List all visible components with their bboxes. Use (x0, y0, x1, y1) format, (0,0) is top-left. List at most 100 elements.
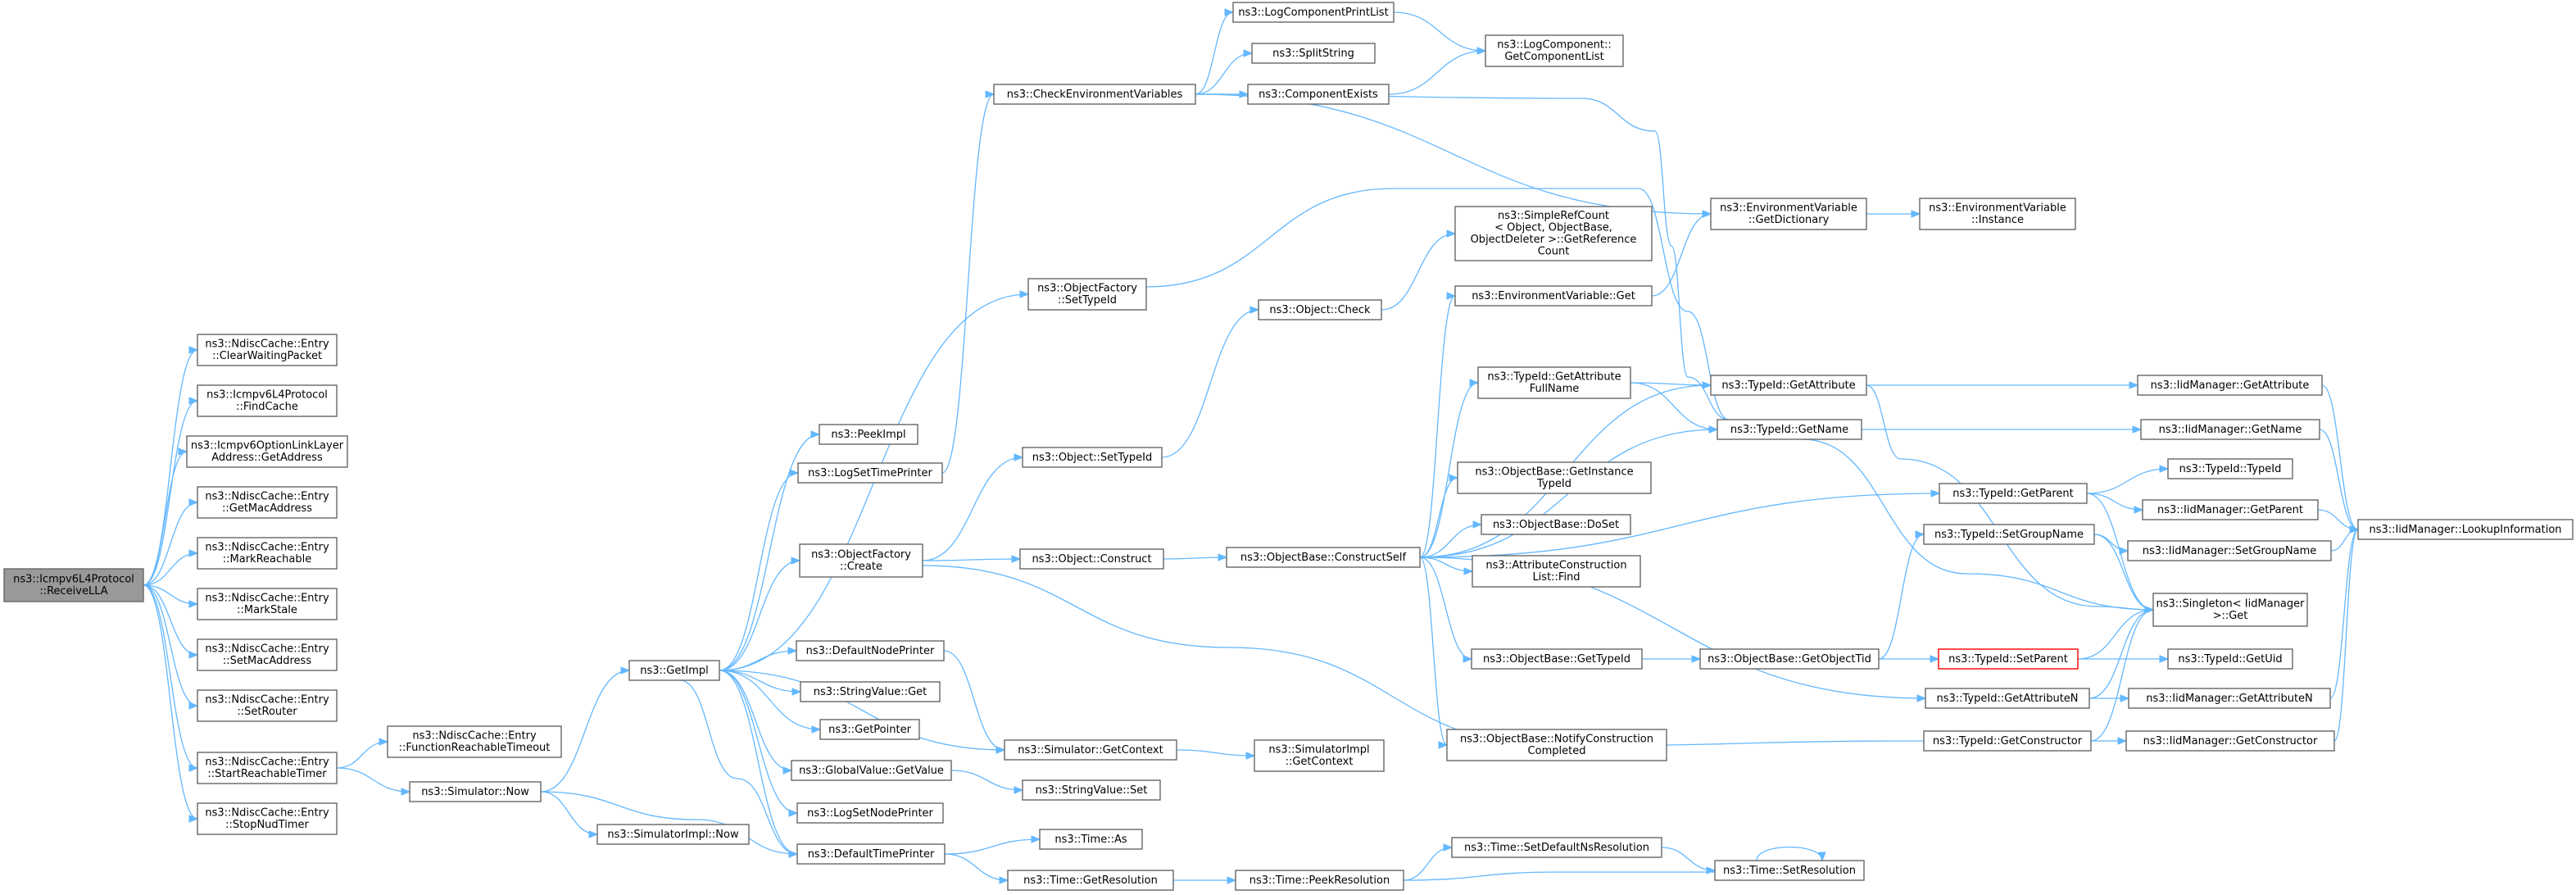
edge-arrowhead (1245, 752, 1256, 760)
edge-line (1802, 438, 2154, 611)
node-iid-getname[interactable]: ns3::IidManager::GetName (2140, 419, 2320, 440)
node-tid-getparent[interactable]: ns3::TypeId::GetParent (1939, 483, 2088, 504)
node-tid-typeid[interactable]: ns3::TypeId::TypeId (2167, 458, 2293, 479)
node-tid-getattrn[interactable]: ns3::TypeId::GetAttributeN (1925, 688, 2090, 709)
node-ndc-markreach[interactable]: ns3::NdiscCache::Entry::MarkReachable (197, 537, 338, 570)
node-label: ns3::CheckEnvironmentVariables (1007, 89, 1183, 101)
node-box (1004, 739, 1177, 761)
node-label: ns3::Simulator::Now (421, 786, 529, 798)
node-deftimeprinter[interactable]: ns3::DefaultTimePrinter (796, 843, 946, 865)
node-time-getres[interactable]: ns3::Time::GetResolution (1007, 870, 1174, 891)
node-time-setres[interactable]: ns3::Time::SetResolution (1714, 860, 1865, 881)
node-simimpl-getctx[interactable]: ns3::SimulatorImpl::GetContext (1254, 739, 1385, 772)
edge-line (944, 838, 1041, 855)
edge-checkenv-to-logcompprint (1195, 8, 1235, 95)
node-icmp-findcache[interactable]: ns3::Icmpv6L4Protocol::FindCache (197, 384, 338, 417)
node-strval-get[interactable]: ns3::StringValue::Get (800, 681, 941, 702)
node-label: ::Instance (1971, 214, 2024, 226)
node-iid-getattr[interactable]: ns3::IidManager::GetAttribute (2137, 375, 2323, 396)
node-box (1007, 870, 1174, 891)
node-objbase-notify[interactable]: ns3::ObjectBase::NotifyConstructionCompl… (1446, 729, 1667, 761)
node-checkenv[interactable]: ns3::CheckEnvironmentVariables (993, 84, 1196, 105)
node-objbase-doset[interactable]: ns3::ObjectBase::DoSet (1481, 514, 1631, 535)
node-ndc-setrouter[interactable]: ns3::NdiscCache::Entry::SetRouter (197, 689, 338, 722)
node-envvar-instance[interactable]: ns3::EnvironmentVariable::Instance (1919, 198, 2076, 230)
node-tid-getattr[interactable]: ns3::TypeId::GetAttribute (1710, 375, 1867, 396)
edge-line (1419, 557, 1448, 746)
node-envvar-get[interactable]: ns3::EnvironmentVariable::Get (1454, 285, 1653, 307)
node-iid-getparent[interactable]: ns3::IidManager::GetParent (2142, 499, 2319, 520)
node-time-setdefns[interactable]: ns3::Time::SetDefaultNsResolution (1451, 837, 1662, 858)
edge-line (1176, 749, 1255, 756)
node-tid-getuid[interactable]: ns3::TypeId::GetUid (2167, 648, 2293, 670)
node-label: ns3::ObjectBase::ConstructSelf (1240, 552, 1407, 564)
node-simplerefcount[interactable]: ns3::SimpleRefCount< Object, ObjectBase,… (1454, 206, 1653, 261)
node-objbase-gettid[interactable]: ns3::ObjectBase::GetTypeId (1471, 648, 1643, 670)
node-label: ns3::IidManager::GetName (2159, 424, 2302, 436)
node-box (1022, 447, 1163, 468)
node-getpointer[interactable]: ns3::GetPointer (819, 719, 920, 740)
node-ndc-setmac[interactable]: ns3::NdiscCache::Entry::SetMacAddress (197, 638, 338, 671)
node-iid-setgroup[interactable]: ns3::IidManager::SetGroupName (2127, 540, 2332, 561)
node-iid-lookup[interactable]: ns3::IidManager::LookupInformation (2357, 519, 2574, 540)
edge-line (1756, 846, 1823, 861)
node-compexists[interactable]: ns3::ComponentExists (1247, 84, 1390, 105)
node-time-as[interactable]: ns3::Time::As (1039, 829, 1143, 850)
node-globalval-get[interactable]: ns3::GlobalValue::GetValue (791, 760, 952, 781)
node-iid-getctor[interactable]: ns3::IidManager::GetConstructor (2125, 730, 2335, 752)
node-sim-getctx[interactable]: ns3::Simulator::GetContext (1004, 739, 1177, 761)
edge-line (143, 502, 198, 586)
node-ndc-clearwait[interactable]: ns3::NdiscCache::Entry::ClearWaitingPack… (197, 334, 338, 366)
node-iid-getattrn[interactable]: ns3::IidManager::GetAttributeN (2128, 688, 2331, 709)
node-label: ::MarkReachable (223, 553, 311, 566)
edge-arrowhead (379, 738, 389, 746)
node-getimpl[interactable]: ns3::GetImpl (628, 660, 720, 681)
node-label: ns3::TypeId::GetParent (1952, 488, 2074, 500)
node-ndc-getmac[interactable]: ns3::NdiscCache::Entry::GetMacAddress (197, 486, 338, 519)
node-splitstring[interactable]: ns3::SplitString (1251, 43, 1376, 64)
node-strval-set[interactable]: ns3::StringValue::Set (1022, 779, 1161, 801)
node-tid-getctor[interactable]: ns3::TypeId::GetConstructor (1923, 730, 2092, 752)
node-objbase-construct[interactable]: ns3::ObjectBase::ConstructSelf (1226, 547, 1421, 568)
node-tid-setparent[interactable]: ns3::TypeId::SetParent (1938, 648, 2079, 670)
node-label: ns3::NdiscCache::Entry (205, 338, 329, 351)
node-ndc-stopnud[interactable]: ns3::NdiscCache::Entry::StopNudTimer (197, 802, 338, 835)
node-tid-getname[interactable]: ns3::TypeId::GetName (1717, 419, 1862, 440)
node-box (2137, 375, 2323, 396)
node-label: ::ClearWaitingPacket (212, 350, 322, 362)
node-peekimpl[interactable]: ns3::PeekImpl (819, 424, 918, 445)
node-tid-setgroup[interactable]: ns3::TypeId::SetGroupName (1923, 524, 2095, 545)
node-sim-now[interactable]: ns3::Simulator::Now (409, 781, 542, 802)
node-simimpl-now[interactable]: ns3::SimulatorImpl::Now (596, 824, 750, 845)
edge-globalval_get-to-strval_set (950, 770, 1024, 794)
node-objbase-getobjtid[interactable]: ns3::ObjectBase::GetObjectTid (1699, 648, 1880, 670)
node-label: ObjectDeleter >::GetReference (1471, 234, 1637, 246)
node-box (1923, 524, 2095, 545)
node-obj-settid[interactable]: ns3::Object::SetTypeId (1022, 447, 1163, 468)
node-logsettime[interactable]: ns3::LogSetTimePrinter (797, 462, 943, 484)
node-obj-check[interactable]: ns3::Object::Check (1258, 299, 1382, 320)
edge-tid_getattrfull-to-tid_getattr (1630, 381, 1712, 389)
node-objfac-settid[interactable]: ns3::ObjectFactory::SetTypeId (1027, 278, 1147, 311)
node-logcomp-getlist[interactable]: ns3::LogComponent::GetComponentList (1485, 34, 1624, 67)
node-ndc-funcreach[interactable]: ns3::NdiscCache::Entry::FunctionReachabl… (387, 725, 562, 758)
node-logsetnode[interactable]: ns3::LogSetNodePrinter (796, 802, 944, 824)
edge-line (922, 457, 1023, 561)
node-time-peekres[interactable]: ns3::Time::PeekResolution (1235, 870, 1404, 891)
node-label: ns3::TypeId::SetParent (1948, 653, 2068, 666)
node-objfac-create[interactable]: ns3::ObjectFactory::Create (799, 543, 923, 578)
node-ndc-startreach[interactable]: ns3::NdiscCache::Entry::StartReachableTi… (197, 752, 338, 784)
node-envvar-getdict[interactable]: ns3::EnvironmentVariable::GetDictionary (1710, 198, 1867, 230)
node-icmp-optlink[interactable]: ns3::Icmpv6OptionLinkLayerAddress::GetAd… (186, 435, 348, 468)
node-logcompprint[interactable]: ns3::LogComponentPrintList (1232, 2, 1395, 23)
node-obj-construct[interactable]: ns3::Object::Construct (1019, 548, 1164, 570)
node-label: ::StopNudTimer (225, 819, 309, 831)
node-label: ns3::TypeId::GetUid (2178, 653, 2282, 666)
node-singleton-get[interactable]: ns3::Singleton< IidManager >::Get (2152, 593, 2308, 627)
node-ndc-markstale[interactable]: ns3::NdiscCache::Entry::MarkStale (197, 588, 338, 620)
node-label: ns3::Object::Construct (1032, 553, 1151, 566)
node-defnodeprinter[interactable]: ns3::DefaultNodePrinter (796, 640, 945, 661)
